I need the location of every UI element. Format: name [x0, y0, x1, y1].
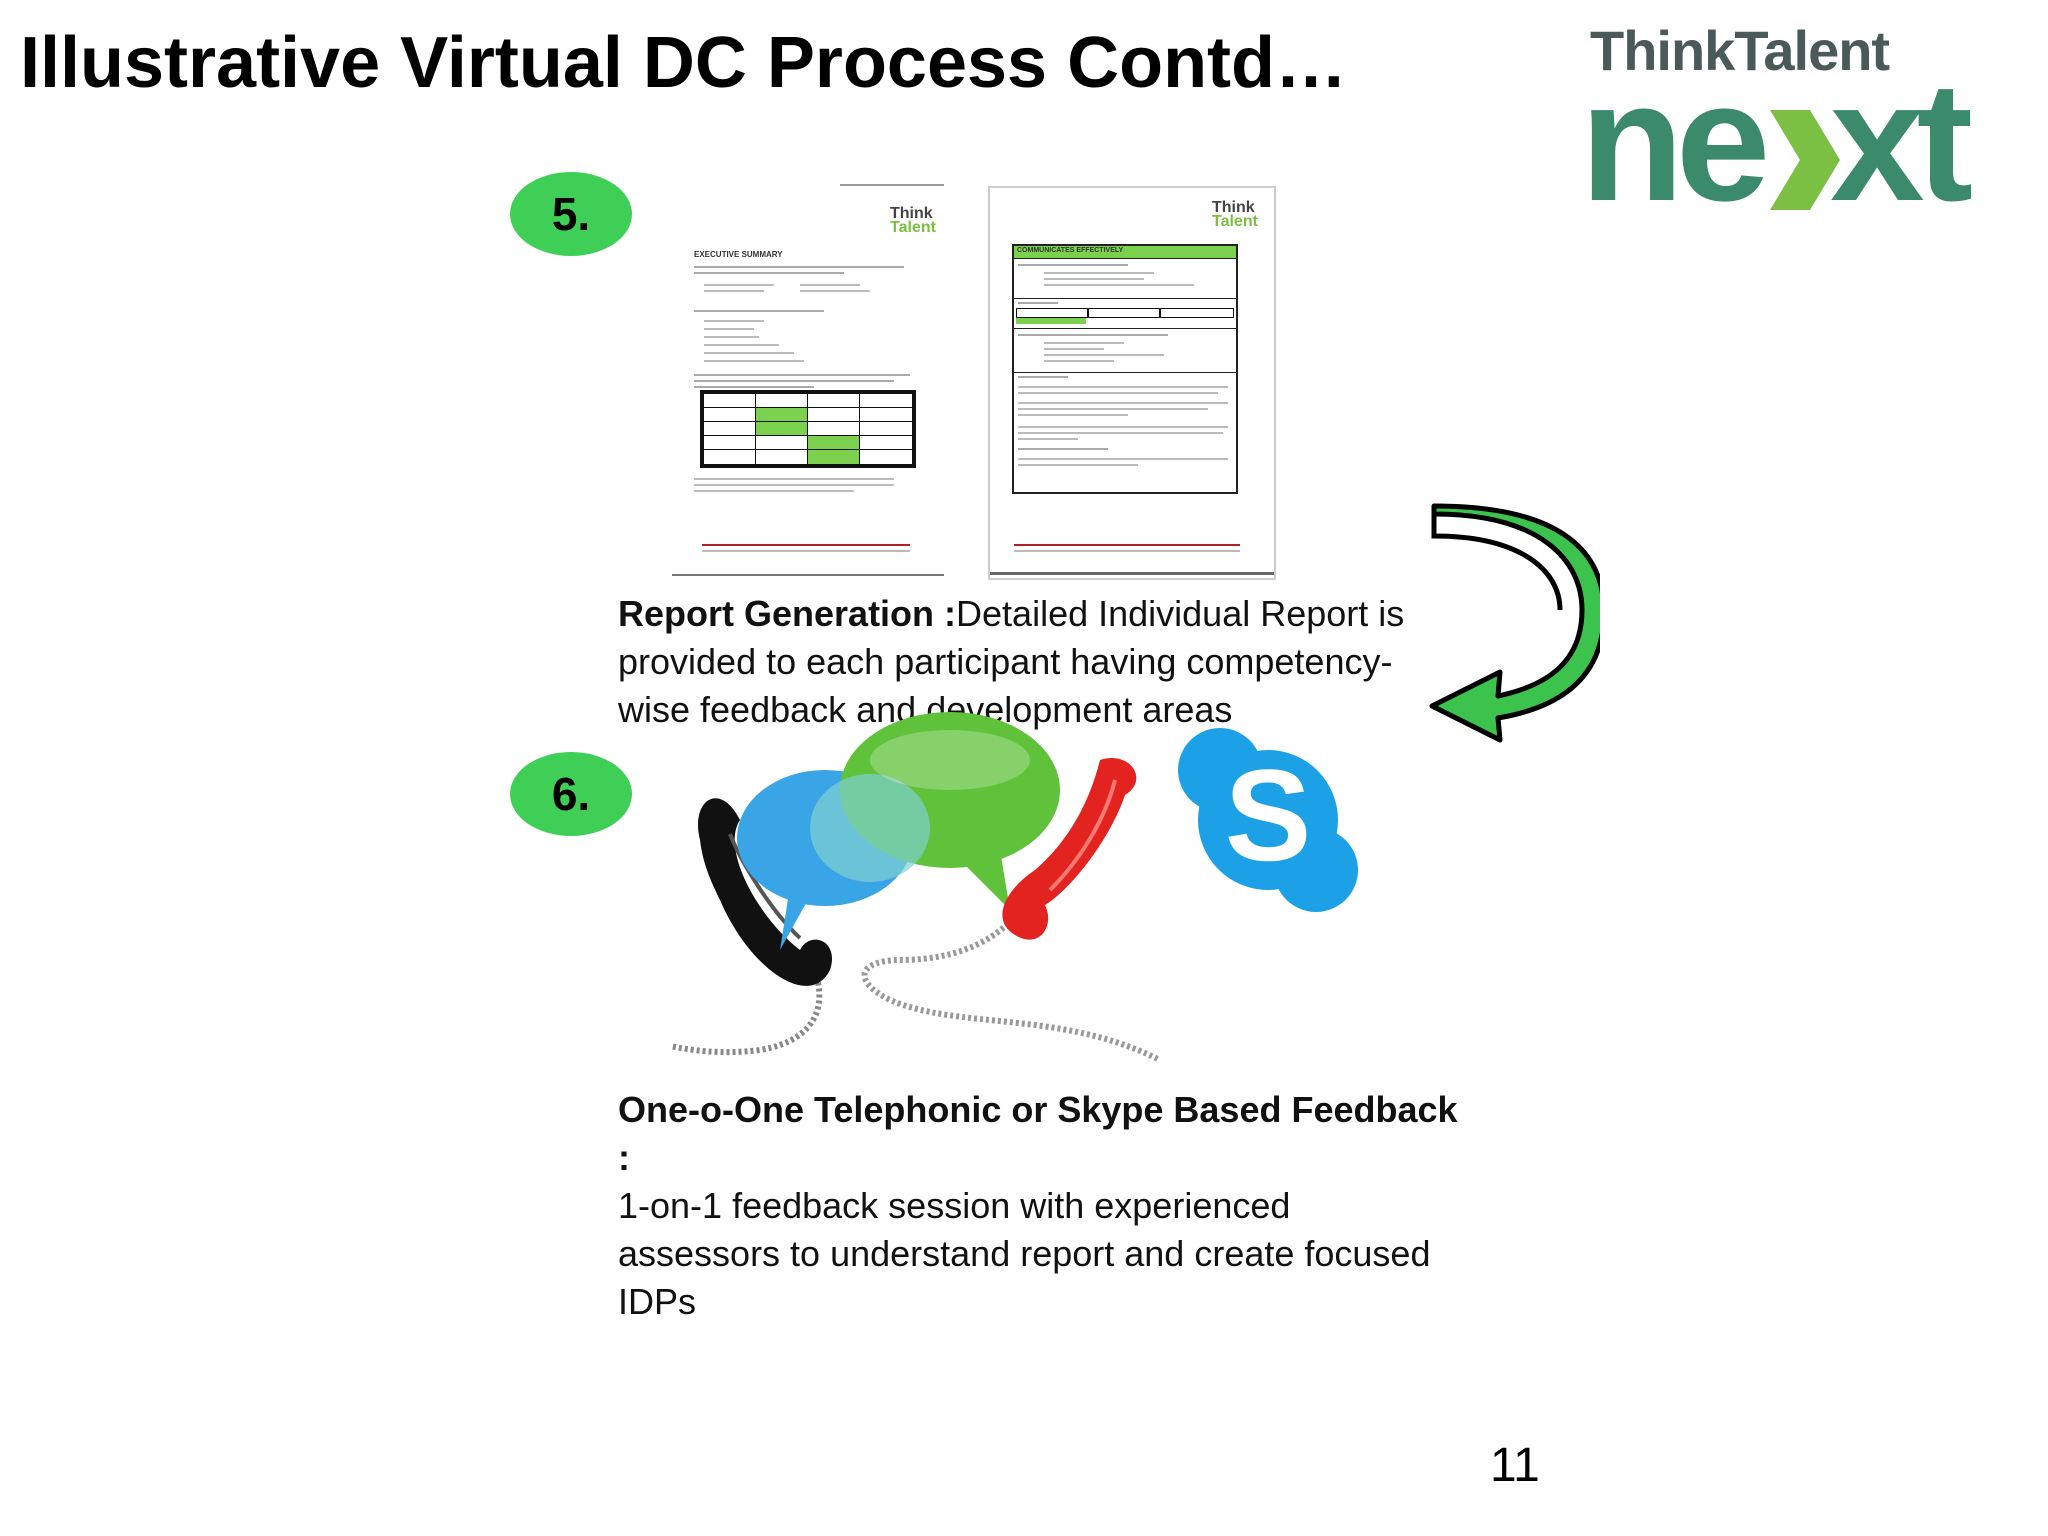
red-phone-icon	[1002, 758, 1137, 940]
report-page-executive-summary: Think Talent EXECUTIVE SUMMARY	[670, 182, 946, 578]
telephone-feedback-illustration: S	[669, 712, 1358, 1063]
page-number: 11	[1490, 1439, 1540, 1492]
red-phone-cord	[861, 908, 1162, 1063]
step-6-heading: One-o-One Telephonic or Skype Based Feed…	[618, 1089, 1458, 1178]
next-wordmark-icon: ne xt	[1580, 47, 1980, 237]
report-heading: COMMUNICATES EFFECTIVELY	[1017, 247, 1124, 254]
step-5-heading: Report Generation :	[618, 593, 957, 634]
step-6-description: One-o-One Telephonic or Skype Based Feed…	[618, 1086, 1458, 1326]
curved-arrow-icon	[1429, 503, 1600, 743]
logo-top-text: ThinkTalent	[1590, 19, 1890, 82]
slide-title: Illustrative Virtual DC Process Contd…	[20, 23, 1348, 103]
step-5-description: Report Generation :Detailed Individual R…	[618, 590, 1418, 734]
competency-detail-table: COMMUNICATES EFFECTIVELY	[1012, 244, 1238, 494]
skype-icon: S	[1178, 728, 1358, 912]
report-logo-talent: Talent	[890, 219, 936, 236]
svg-text:S: S	[1225, 742, 1312, 888]
competency-rating-table	[700, 390, 916, 468]
svg-text:ne: ne	[1580, 70, 1765, 220]
step-5-body: Detailed Individual Report is provided t…	[618, 593, 1405, 730]
step-6-body: 1-on-1 feedback session with experienced…	[618, 1185, 1431, 1322]
report-logo-think: Think	[890, 205, 933, 222]
report-logo-talent: Talent	[1212, 213, 1258, 230]
report-heading: EXECUTIVE SUMMARY	[694, 250, 783, 259]
svg-text:xt: xt	[1830, 70, 1972, 220]
step-6-badge: 6.	[510, 752, 632, 836]
step-5-badge: 5.	[510, 172, 632, 256]
report-logo-think: Think	[1212, 199, 1255, 216]
report-page-competency-detail: Think Talent COMMUNICATES EFFECTIVELY	[988, 186, 1276, 580]
speech-bubbles-icon	[737, 712, 1060, 950]
thinktalent-next-logo: ThinkTalent ne xt	[1580, 18, 2000, 237]
logo-main-text: ne xt	[1580, 47, 2000, 245]
